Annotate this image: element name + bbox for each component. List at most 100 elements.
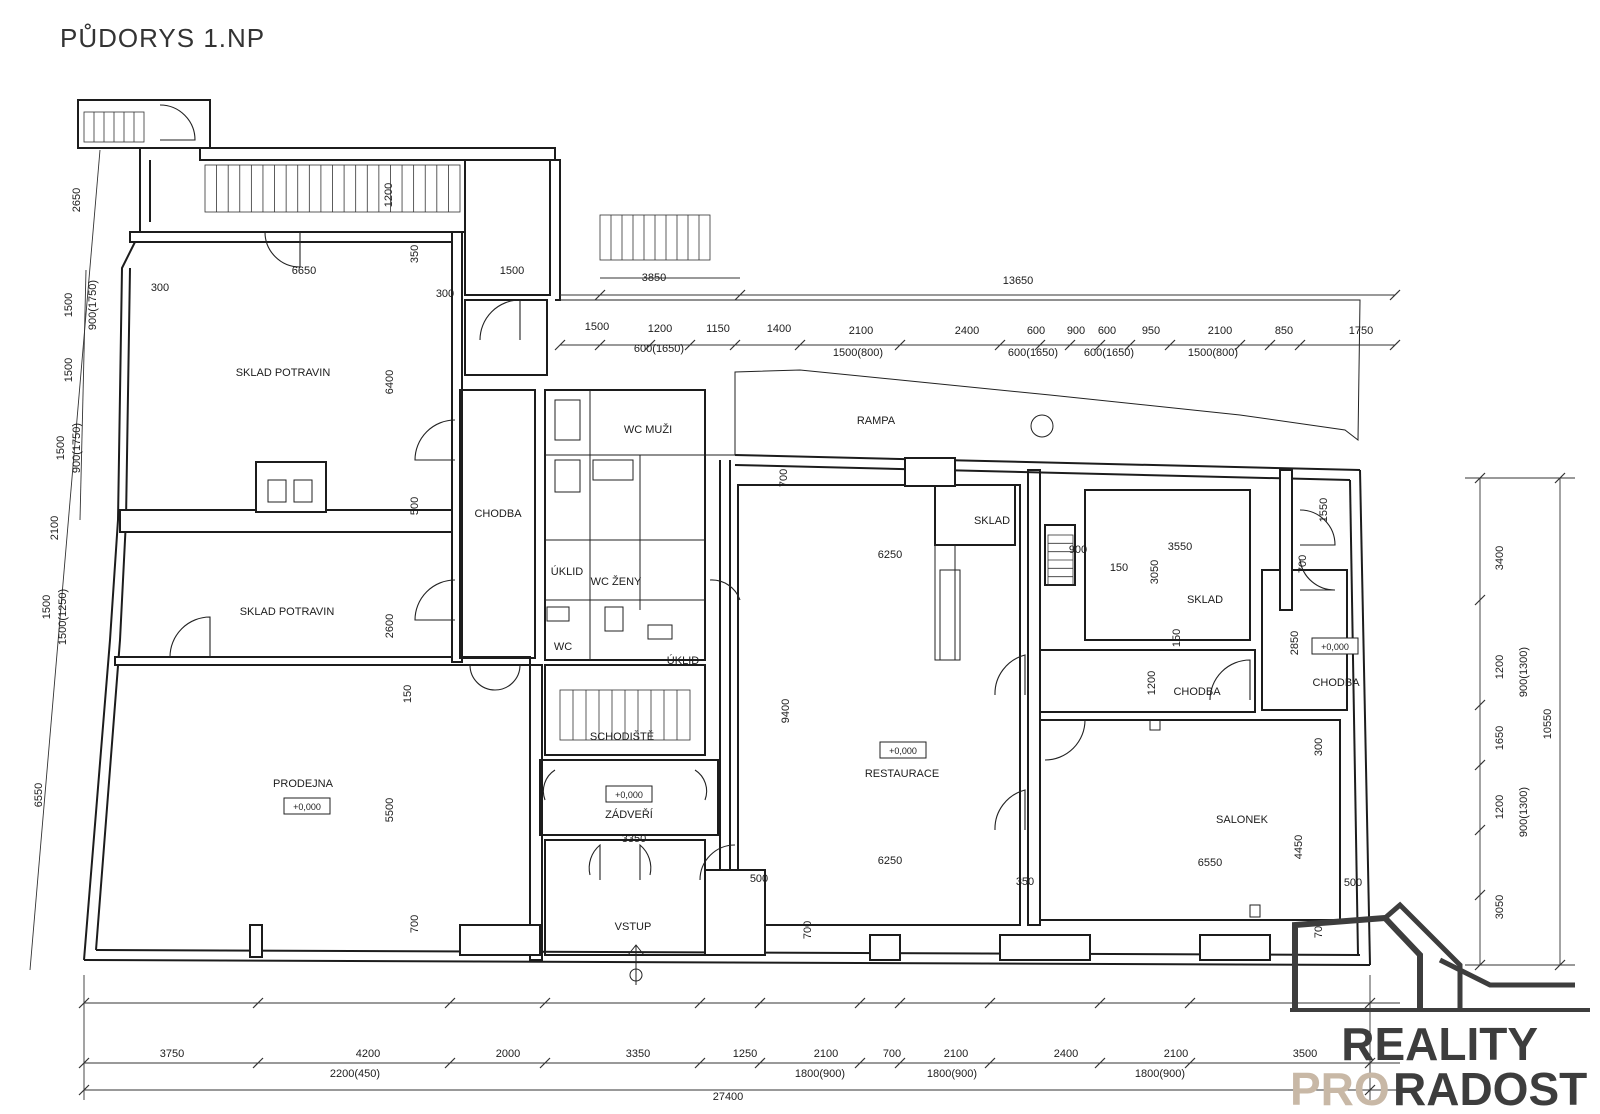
dim-tick <box>854 997 866 1009</box>
dim-1200c: 1200 <box>1146 671 1158 695</box>
dim-13650: 13650 <box>1003 275 1034 287</box>
dim-tick <box>894 339 906 351</box>
dim-600-1650c: 600(1650) <box>1084 347 1134 359</box>
dim-r3400: 3400 <box>1494 546 1506 570</box>
dim-tick <box>1184 997 1196 1009</box>
dim-700c: 700 <box>802 921 814 939</box>
dim-1500b: 1500 <box>63 358 75 382</box>
reality-pro-radost-logo: REALITY PRO RADOST <box>1290 901 1590 1114</box>
dim-tick <box>1474 699 1486 711</box>
dim-300c: 300 <box>1313 738 1325 756</box>
dimension-ticks <box>78 289 1566 1096</box>
logo-line2-radost: RADOST <box>1393 1063 1587 1114</box>
dim-tick <box>854 1057 866 1069</box>
dim-1500a: 1500 <box>63 293 75 317</box>
dim-3550: 3550 <box>1168 541 1192 553</box>
dim-b1250: 1250 <box>733 1048 757 1060</box>
dim-b1800-900b: 1800(900) <box>927 1068 977 1080</box>
dim-5500: 5500 <box>384 798 396 822</box>
ramp-outline <box>555 299 1361 456</box>
level-zadveri: +0,000 <box>615 790 643 800</box>
dim-tick <box>78 1084 90 1096</box>
stairs <box>83 111 1074 741</box>
dim-tick <box>252 997 264 1009</box>
level-chodba: +0,000 <box>1321 642 1349 652</box>
level-marks: +0,000 +0,000 +0,000 +0,000 <box>283 637 1359 815</box>
room-sklad-1: SKLAD <box>974 515 1010 527</box>
dim-tick <box>1234 339 1246 351</box>
dim-tick <box>754 1057 766 1069</box>
dim-tick <box>694 1057 706 1069</box>
dim-500c: 500 <box>1344 877 1362 889</box>
dim-900-1750a: 900(1750) <box>87 280 99 330</box>
dim-950: 950 <box>1142 325 1160 337</box>
level-box-chodba <box>1311 637 1359 655</box>
room-chodba-2: CHODBA <box>1173 686 1221 698</box>
dim-tick <box>1554 959 1566 971</box>
dim-b2100b: 2100 <box>944 1048 968 1060</box>
dim-tick <box>1474 759 1486 771</box>
dim-tick <box>994 339 1006 351</box>
dim-b4200: 4200 <box>356 1048 380 1060</box>
dim-1150: 1150 <box>706 323 730 335</box>
dim-500a: 500 <box>409 497 421 515</box>
logo-line1: REALITY <box>1341 1018 1538 1070</box>
dim-500b: 500 <box>750 873 768 885</box>
dim-b3750: 3750 <box>160 1048 184 1060</box>
dim-r900-1300b: 900(1300) <box>1518 787 1530 837</box>
dim-2400: 2400 <box>955 325 979 337</box>
dim-tick <box>594 339 606 351</box>
room-sklad-potravin-1: SKLAD POTRAVIN <box>236 367 331 379</box>
interior-dims: 6650 300 300 350 1200 1500 6400 500 2600… <box>151 183 1373 939</box>
dim-1750: 1750 <box>1349 325 1373 337</box>
dim-tick <box>794 339 806 351</box>
room-prodejna: PRODEJNA <box>273 778 334 790</box>
logo-line2-pro: PRO <box>1290 1063 1390 1114</box>
dim-b2400: 2400 <box>1054 1048 1078 1060</box>
dim-tick <box>1474 472 1486 484</box>
room-labels: SKLAD POTRAVIN SKLAD POTRAVIN PRODEJNA C… <box>236 367 1360 933</box>
dim-700a: 700 <box>409 915 421 933</box>
dim-350b: 350 <box>1016 876 1034 888</box>
dim-tick <box>1474 594 1486 606</box>
dimension-lines <box>29 149 1575 1100</box>
dim-tick <box>1554 472 1566 484</box>
dim-b2100c: 2100 <box>1164 1048 1188 1060</box>
dim-1500-1250: 1500(1250) <box>57 589 69 645</box>
dim-700d: 700 <box>1297 555 1309 573</box>
dim-tick <box>1364 1084 1376 1096</box>
dim-tick <box>1094 339 1106 351</box>
level-restaurace: +0,000 <box>889 746 917 756</box>
dim-tick <box>1294 339 1306 351</box>
room-uklid-2: ÚKLID <box>667 654 699 667</box>
dim-tick <box>1364 997 1376 1009</box>
dim-2650: 2650 <box>71 188 83 212</box>
dim-tick <box>1094 1057 1106 1069</box>
dim-tick <box>1264 339 1276 351</box>
room-restaurace: RESTAURACE <box>865 768 939 780</box>
room-schodiste: SCHODIŠTĚ <box>590 730 654 743</box>
dim-tick <box>444 1057 456 1069</box>
dim-tick <box>1474 959 1486 971</box>
dim-600-1650b: 600(1650) <box>1008 347 1058 359</box>
dim-tick <box>984 997 996 1009</box>
dim-tick <box>1474 824 1486 836</box>
doors <box>159 104 1336 985</box>
dim-1500-800b: 1500(800) <box>1188 347 1238 359</box>
dim-150c: 150 <box>1171 629 1183 647</box>
dim-tick <box>754 997 766 1009</box>
right-dims: 3400 1200 900(1300) 1650 1200 900(1300) … <box>1494 546 1554 919</box>
dim-1550: 1550 <box>1318 498 1330 522</box>
plan-title: PŮDORYS 1.NP <box>60 22 265 53</box>
level-box-zadveri <box>605 785 653 803</box>
dim-tick <box>894 997 906 1009</box>
dim-b700: 700 <box>883 1048 901 1060</box>
room-wc-muzi: WC MUŽI <box>624 423 672 436</box>
dim-6250b: 6250 <box>878 855 902 867</box>
left-dims: 2650 1500 900(1750) 1500 1500 900(1750) … <box>33 188 99 807</box>
dim-150b: 150 <box>1110 562 1128 574</box>
dim-tick <box>734 289 746 301</box>
dim-300a: 300 <box>151 282 169 294</box>
dim-b2000: 2000 <box>496 1048 520 1060</box>
dim-900: 900 <box>1067 325 1085 337</box>
